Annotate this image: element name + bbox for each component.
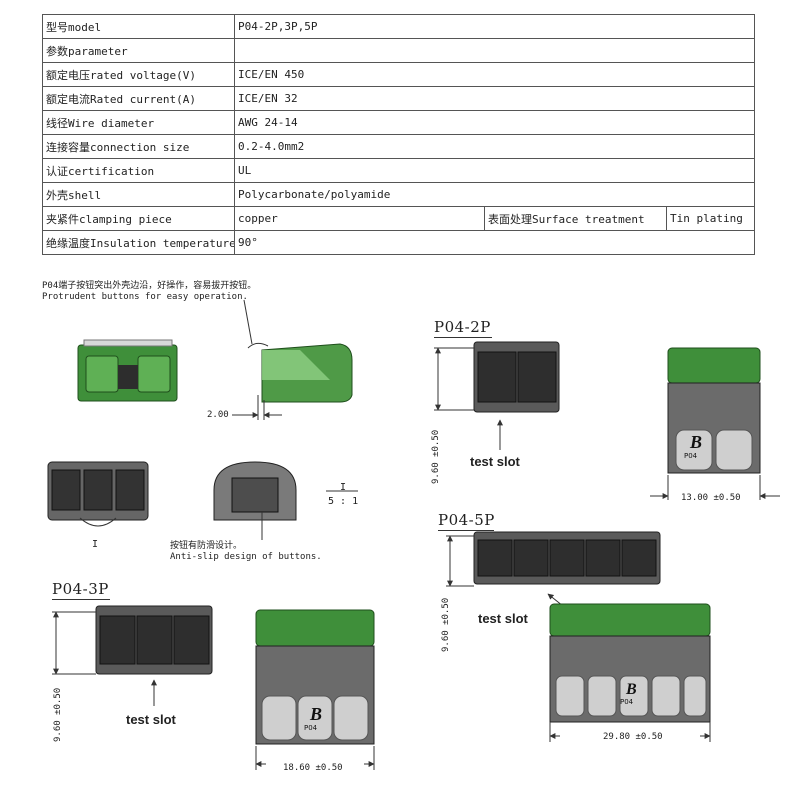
- side-view-connector: [232, 299, 353, 420]
- spec-label: 额定电流Rated current(A): [42, 86, 235, 111]
- scale-label: 5 : 1: [328, 496, 359, 507]
- top-view-connector: [77, 339, 178, 402]
- brand-code-5p: P04: [620, 698, 634, 706]
- detail-mark: I: [340, 482, 347, 493]
- spec-value: P04-2P,3P,5P: [234, 14, 755, 39]
- p04-2p-angled-view: [650, 347, 780, 500]
- spec-value: copper: [234, 206, 485, 231]
- title-p04-5p: P04-5P: [438, 511, 495, 529]
- spec-value: 90°: [234, 230, 755, 255]
- detail-zoom-view: [213, 461, 358, 540]
- title-p04-2p: P04-2P: [434, 318, 491, 336]
- test-slot-label-2p: test slot: [470, 454, 520, 469]
- antislip-note-en: Anti-slip design of buttons.: [170, 552, 322, 562]
- spec-value: AWG 24-14: [234, 110, 755, 135]
- spec-label: 连接容量connection size: [42, 134, 235, 159]
- test-slot-label-5p: test slot: [478, 611, 528, 626]
- spec-value: Polycarbonate/polyamide: [234, 182, 755, 207]
- spec-value: ICE/EN 450: [234, 62, 755, 87]
- brand-code-3p: P04: [304, 724, 318, 732]
- dim-width-5p: 29.80 ±0.50: [603, 732, 663, 742]
- spec-label: 绝缘温度Insulation temperature: [42, 230, 235, 255]
- p04-2p-front-view: [434, 341, 560, 450]
- p04-3p-front-view: [52, 605, 213, 706]
- button-note-en: Protrudent buttons for easy operation.: [42, 292, 248, 302]
- spec-label: 型号model: [42, 14, 235, 39]
- test-slot-label-3p: test slot: [126, 712, 176, 727]
- title-p04-3p: P04-3P: [52, 580, 109, 598]
- p04-3p-angled-view: [255, 609, 375, 770]
- p04-5p-front-view: [446, 531, 661, 619]
- dim-width-2p: 13.00 ±0.50: [681, 493, 741, 503]
- spec-value: 0.2-4.0mm2: [234, 134, 755, 159]
- spec-label: 表面处理Surface treatment: [484, 206, 667, 231]
- dim-side-2mm: 2.00: [207, 410, 229, 420]
- brand-code-2p: P04: [684, 452, 698, 460]
- spec-row: 参数parameter: [42, 38, 755, 63]
- antislip-note-cn: 按钮有防滑设计。: [170, 541, 243, 551]
- detail-label: I: [92, 539, 99, 550]
- button-note-cn: P04端子按钮突出外壳边沿，好操作，容易拔开按钮。: [42, 281, 257, 291]
- p04-5p-angled-view: [549, 603, 711, 742]
- front-view-3slot: [47, 461, 149, 527]
- spec-value: Tin plating: [666, 206, 755, 231]
- brand-mark-5p: B: [625, 681, 637, 698]
- brand-mark-3p: B: [309, 704, 322, 724]
- dim-width-3p: 18.60 ±0.50: [283, 763, 343, 773]
- spec-row: 额定电压rated voltage(V)ICE/EN 450: [42, 62, 755, 87]
- spec-value: [234, 38, 755, 63]
- brand-mark-2p: B: [689, 432, 702, 452]
